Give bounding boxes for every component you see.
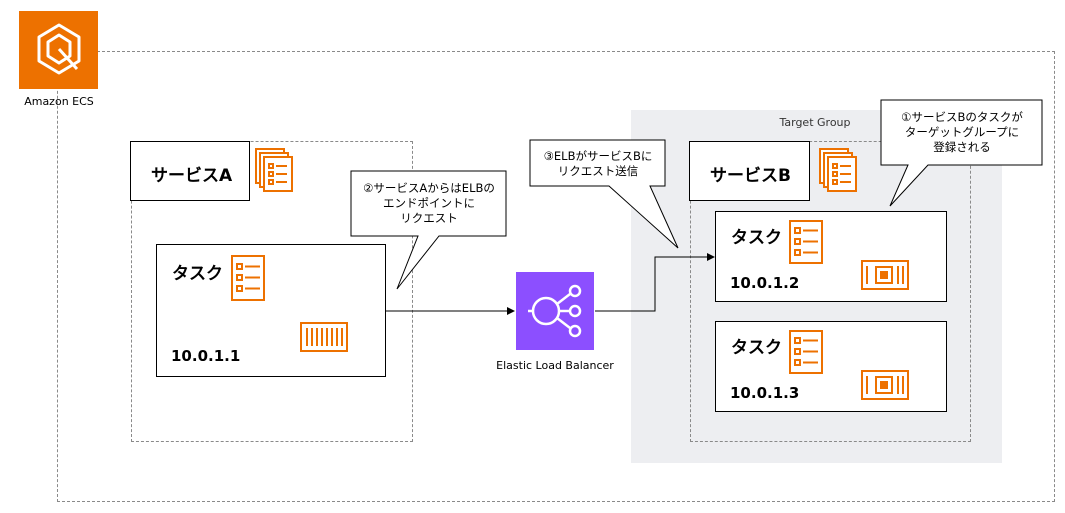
container-icon <box>300 322 348 352</box>
ecs-cluster-boundary <box>57 51 1055 502</box>
callout-line: ①サービスBのタスクが <box>901 110 1023 124</box>
elastic-load-balancer-icon <box>516 272 594 350</box>
callout-line: ②サービスAからはELBの <box>363 181 495 195</box>
callout-step3: ③ELBがサービスBに リクエスト送信 <box>530 149 666 179</box>
callout-step3-shape <box>529 139 679 249</box>
callout-step1: ①サービスBのタスクが ターゲットグループに 登録される <box>881 110 1043 155</box>
service-a-label: サービスA <box>151 166 233 186</box>
callout-step2: ②サービスAからはELBの エンドポイントに リクエスト <box>351 181 507 226</box>
callout-line: ターゲットグループに <box>904 125 1020 139</box>
service-b-label: サービスB <box>710 166 791 186</box>
service-a-label-box: サービスA <box>130 141 250 201</box>
callout-line: リクエスト <box>400 211 458 225</box>
amazon-ecs-icon <box>19 11 98 89</box>
callout-step2-shape <box>350 170 507 290</box>
service-b-label-box: サービスB <box>689 141 810 201</box>
service-a-task-box: タスク 10.0.1.1 <box>156 244 386 377</box>
callout-line: ③ELBがサービスBに <box>543 149 653 163</box>
elb-label: Elastic Load Balancer <box>496 359 614 372</box>
container-chip-icon <box>861 370 909 400</box>
service-a-boundary <box>131 141 413 442</box>
callout-line: エンドポイントに <box>383 196 475 210</box>
task-ip: 10.0.1.2 <box>730 274 800 292</box>
target-group-label: Target Group <box>779 116 851 129</box>
amazon-ecs-label: Amazon ECS <box>24 95 94 108</box>
task-label: タスク <box>731 228 782 248</box>
task-icon <box>788 329 826 375</box>
task-ip: 10.0.1.3 <box>730 384 800 402</box>
callout-line: リクエスト送信 <box>557 164 639 178</box>
service-icon <box>818 147 858 193</box>
task-label: タスク <box>172 264 223 284</box>
callout-line: 登録される <box>933 140 991 154</box>
service-b-boundary <box>690 141 971 442</box>
task-icon <box>230 254 268 302</box>
connector-elb-to-task <box>595 253 715 312</box>
task-icon <box>788 219 826 265</box>
task-label: タスク <box>731 338 782 358</box>
task-ip: 10.0.1.1 <box>171 347 241 365</box>
service-icon <box>254 147 294 193</box>
container-chip-icon <box>861 260 909 290</box>
callout-step1-shape <box>880 99 1043 207</box>
